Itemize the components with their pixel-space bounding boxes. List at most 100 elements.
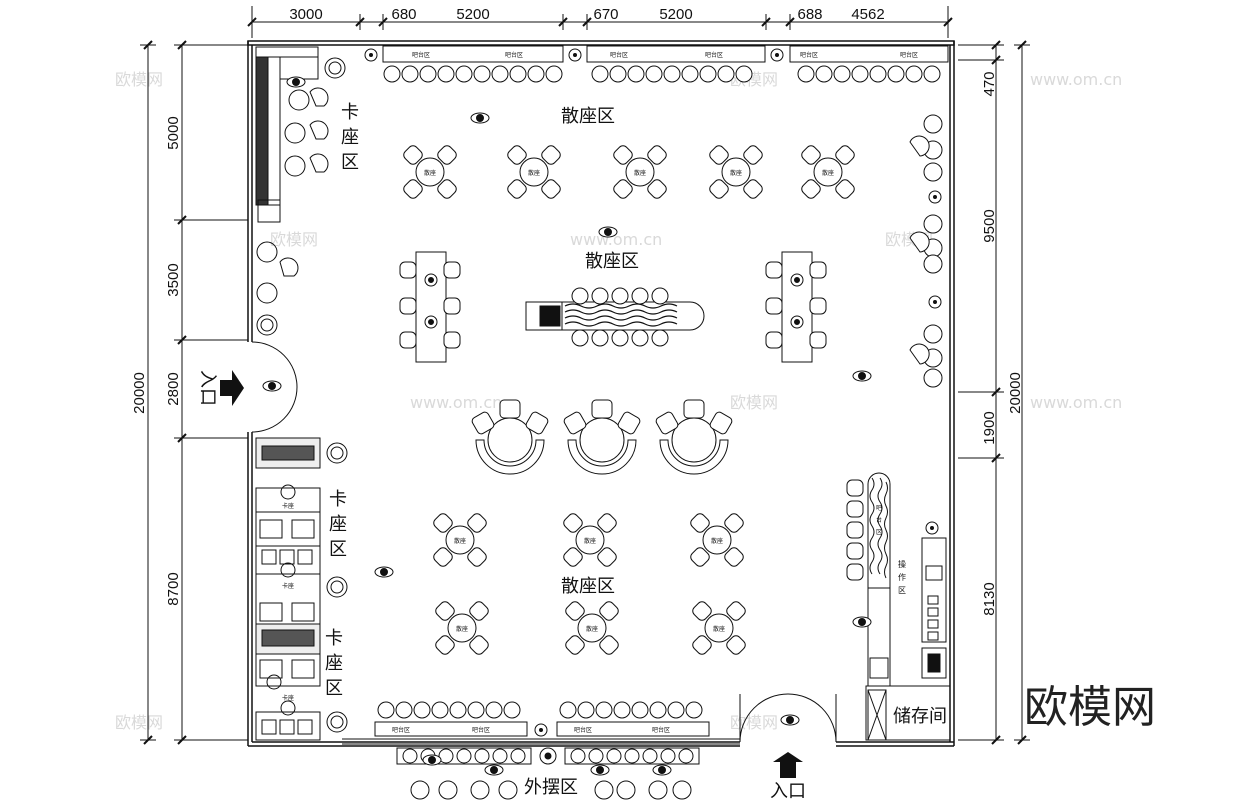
right-wall-chairs	[909, 114, 943, 388]
svg-text:吧台区: 吧台区	[705, 51, 723, 59]
bar-stool	[591, 65, 609, 83]
chair	[399, 297, 417, 315]
svg-text:吧: 吧	[876, 505, 882, 512]
chair	[499, 399, 521, 419]
person-icon	[590, 764, 610, 776]
round-table: 散座	[403, 145, 457, 199]
person-head	[380, 568, 388, 576]
bar-stool	[401, 65, 419, 83]
bar-stool	[431, 701, 449, 719]
svg-text:吧台区: 吧台区	[900, 51, 918, 59]
svg-text:卡座: 卡座	[282, 582, 294, 590]
chair	[599, 635, 619, 655]
bar-counter-bottom-labels: 吧台区 吧台区 吧台区 吧台区	[392, 726, 670, 734]
chair	[724, 513, 744, 533]
bar-stool	[613, 701, 631, 719]
bar-stool	[631, 701, 649, 719]
dim-left-2: 3500	[165, 263, 182, 296]
bar-stool	[591, 329, 609, 347]
person-icon	[652, 764, 672, 776]
chair	[565, 635, 585, 655]
round-tables: 散座散座散座散座散座散座散座散座散座散座散座	[403, 145, 855, 655]
table-top	[447, 613, 477, 643]
round-table: 散座	[692, 601, 746, 655]
bar-stool	[869, 65, 887, 83]
entrance-label: 入口	[770, 781, 806, 802]
chair	[692, 635, 712, 655]
bar-counter-labels: 吧台区 吧台区 吧台区 吧台区 吧台区 吧台区	[412, 51, 918, 59]
svg-text:卡座: 卡座	[282, 502, 294, 510]
svg-text:座: 座	[329, 514, 347, 535]
chair	[801, 179, 821, 199]
outdoor-chair	[648, 780, 668, 800]
watermark-brand: 欧模网	[115, 713, 163, 732]
chair	[443, 297, 461, 315]
person-head	[292, 78, 300, 86]
round-table: 散座	[563, 513, 617, 567]
chair	[709, 179, 729, 199]
bar-stool	[735, 65, 753, 83]
svg-text:吧台区: 吧台区	[574, 726, 592, 734]
outdoor-label: 外摆区	[524, 777, 578, 798]
svg-text:吧台区: 吧台区	[800, 51, 818, 59]
person-head	[786, 716, 794, 724]
dim-right-1: 470	[981, 71, 998, 96]
booth-labels: 卡座 卡座 卡座	[282, 502, 294, 702]
bar-stool	[609, 65, 627, 83]
chair	[655, 411, 679, 435]
bar-stool	[474, 748, 490, 764]
bar-stool	[642, 748, 658, 764]
bar-stool	[492, 748, 508, 764]
bar-stool	[455, 65, 473, 83]
entrance-doors	[251, 341, 837, 743]
svg-text:卡座: 卡座	[282, 694, 294, 702]
zone-label-loose-1: 散座区	[561, 106, 615, 127]
bar-stool	[503, 701, 521, 719]
dim-right-4: 8130	[981, 582, 998, 615]
person-head	[858, 372, 866, 380]
bar-stool	[651, 329, 669, 347]
round-table: 散座	[433, 513, 487, 567]
table-label: 散座	[424, 169, 436, 177]
zone-label-loose-2: 散座区	[585, 251, 639, 272]
booth-zone-mid-label: 卡 座 区	[329, 489, 347, 560]
svg-text:卡: 卡	[329, 489, 347, 510]
bar-stool	[437, 65, 455, 83]
bar-stool	[685, 701, 703, 719]
chair	[469, 635, 489, 655]
chair	[403, 179, 423, 199]
person-icon	[852, 370, 872, 382]
dimension-labels: 3000 680 5200 670 5200 688 4562 20000 50…	[131, 6, 1024, 616]
walls	[247, 40, 955, 747]
svg-text:区: 区	[341, 152, 359, 173]
chair	[469, 601, 489, 621]
chair	[647, 145, 667, 165]
svg-text:吧台区: 吧台区	[652, 726, 670, 734]
chair	[613, 179, 633, 199]
bar-stool	[383, 65, 401, 83]
outdoor-chair	[616, 780, 636, 800]
chair	[809, 331, 827, 349]
svg-text:吧台区: 吧台区	[505, 51, 523, 59]
chair	[565, 601, 585, 621]
svg-text:区: 区	[898, 586, 906, 595]
chair	[835, 179, 855, 199]
svg-text:区: 区	[329, 539, 347, 560]
person-icon	[484, 764, 504, 776]
chair	[467, 547, 487, 567]
round-table: 散座	[507, 145, 561, 199]
bar-stool	[660, 748, 676, 764]
outdoor-chair	[470, 780, 490, 800]
bar-stool	[611, 287, 629, 305]
center-bar-island	[525, 301, 705, 331]
bar-stool	[509, 65, 527, 83]
bar-stool	[833, 65, 851, 83]
chair	[809, 261, 827, 279]
curved-sofa	[563, 399, 641, 475]
svg-text:吧台区: 吧台区	[412, 51, 430, 59]
chair	[613, 145, 633, 165]
bar-counters-top	[382, 45, 949, 63]
bar-stools-top	[383, 65, 941, 83]
table-label: 散座	[822, 169, 834, 177]
